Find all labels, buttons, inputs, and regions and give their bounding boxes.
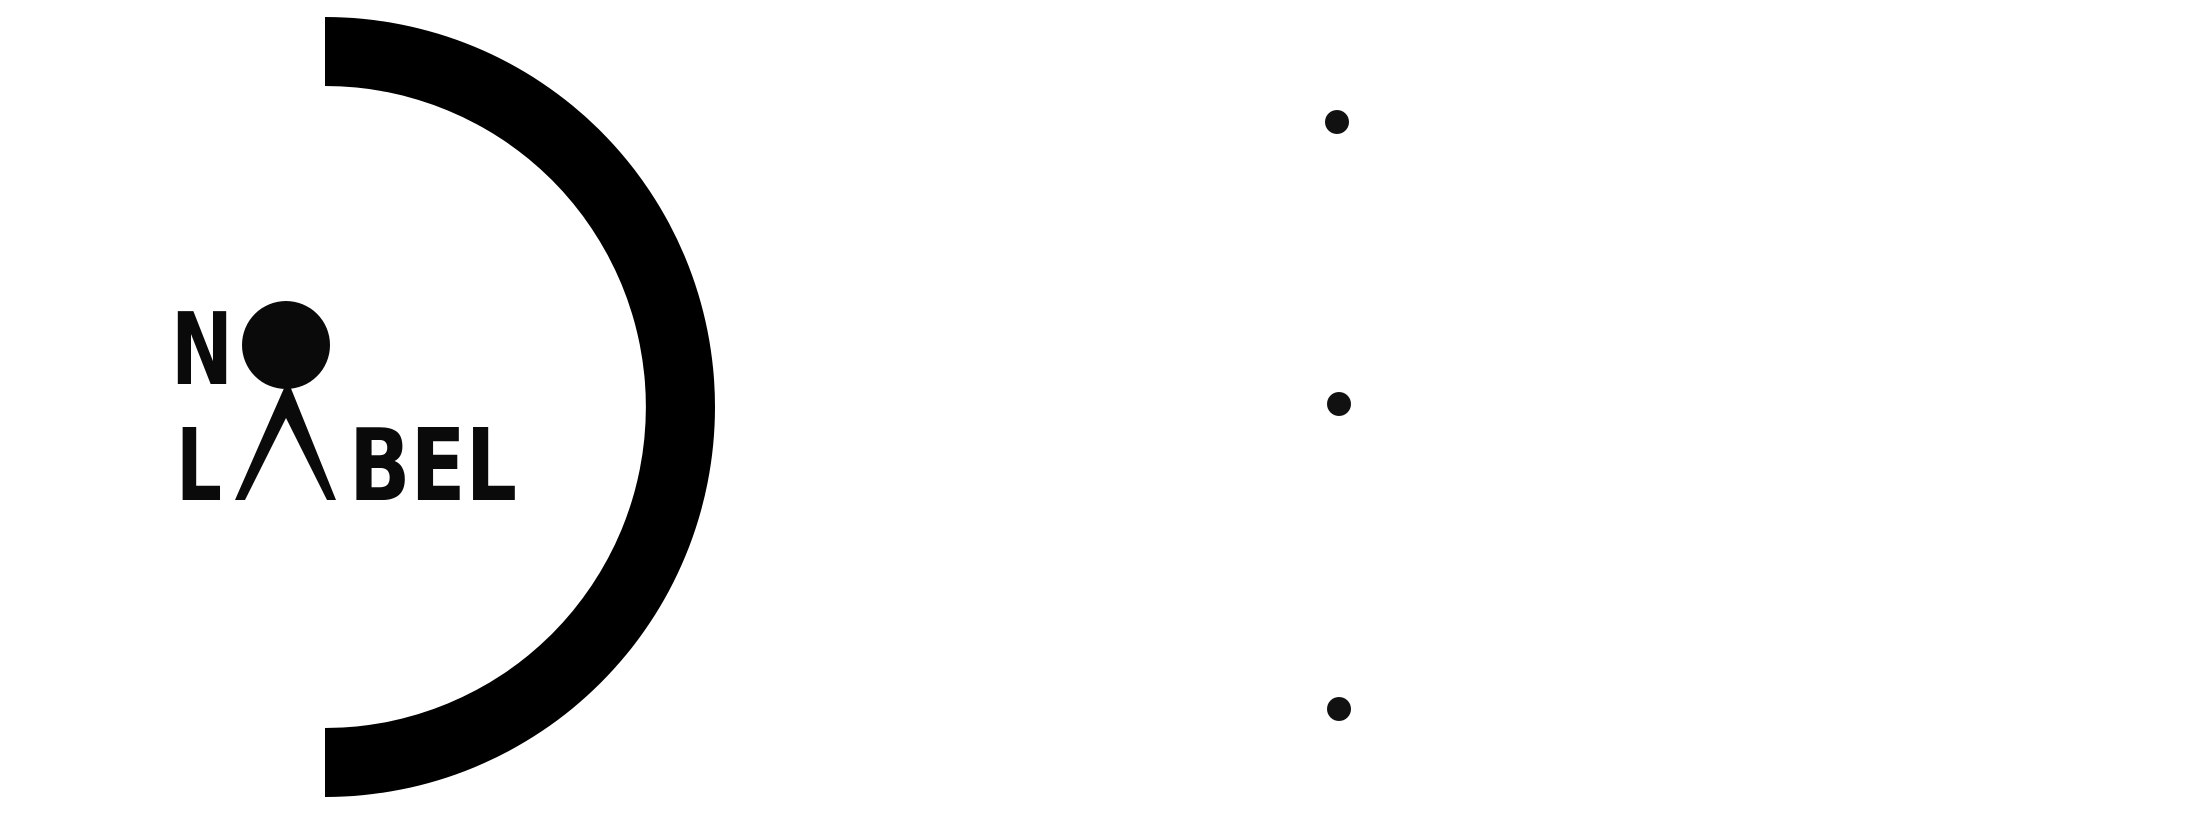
no-label-logo: N L BEL bbox=[171, 291, 517, 524]
dot-bottom bbox=[1327, 697, 1351, 721]
logo-letter-l: L bbox=[176, 407, 222, 524]
logo-letters-bel: BEL bbox=[349, 407, 517, 524]
dot-middle bbox=[1327, 392, 1351, 416]
dot-top bbox=[1325, 110, 1349, 134]
arc-ring bbox=[325, 17, 715, 797]
logo-letter-n: N bbox=[171, 291, 233, 408]
logo-head-circle bbox=[242, 301, 330, 389]
logo-figure-legs bbox=[235, 386, 336, 500]
